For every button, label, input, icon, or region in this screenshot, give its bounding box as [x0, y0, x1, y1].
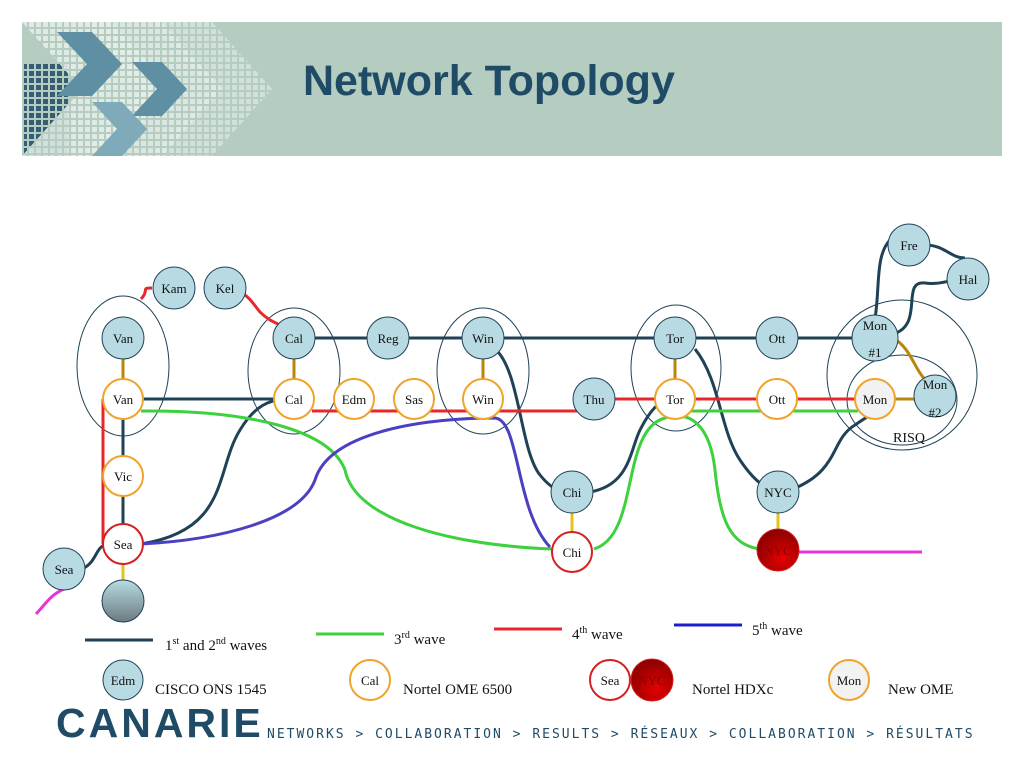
kam-node: [152, 266, 196, 310]
arrow-pattern-graphic: [22, 22, 272, 156]
van-cisco-label: Van: [113, 331, 134, 346]
sea-cisco-label: Sea: [55, 562, 74, 577]
cal-cisco-node: [272, 316, 316, 360]
footer-tagline: NETWORKS > COLLABORATION > RESULTS > RÉS…: [267, 727, 975, 742]
legend-ome-sample-label: Cal: [361, 673, 379, 688]
chi-hdxc-node: [551, 531, 593, 573]
sea-hdxc-label: Sea: [114, 537, 133, 552]
legend-ome-label: Nortel OME 6500: [403, 682, 513, 698]
sea-cisco-node: [42, 547, 86, 591]
legend-newome-node: [828, 659, 870, 701]
ott-ome-node: [756, 378, 798, 420]
wave-3-links: [140, 409, 858, 551]
kel-label: Kel: [216, 281, 235, 296]
header-banner: Network Topology: [22, 22, 1002, 156]
legend-hdxc-sample-label-b: NYC: [638, 673, 665, 688]
win-site-ellipse: [436, 307, 530, 435]
hal-label: Hal: [959, 272, 978, 287]
canarie-logo: CANARIE: [56, 700, 264, 746]
mon-ome-label: Mon: [863, 392, 888, 407]
van-ome-node: [102, 378, 144, 420]
legend-cisco-node: [102, 659, 144, 701]
fre-label: Fre: [900, 238, 918, 253]
legend-wave12-label: 1st and 2nd waves: [165, 636, 268, 654]
legend-hdxc-node-b: [630, 658, 674, 702]
nyc-hdxc-node: [756, 528, 800, 572]
cal-ome-node: [273, 378, 315, 420]
thu-label: Thu: [584, 392, 605, 407]
kam-label: Kam: [161, 281, 186, 296]
legend-hdxc-label: Nortel HDXc: [692, 682, 774, 698]
ome-nodes: [102, 378, 896, 497]
legend-cisco-label: CISCO ONS 1545: [155, 682, 267, 698]
win-cisco-label: Win: [472, 331, 494, 346]
ott-cisco-label: Ott: [769, 331, 786, 346]
legend-hdxc-node-a: [589, 659, 631, 701]
tor-cisco-label: Tor: [666, 331, 685, 346]
mon-ome-node: [854, 378, 896, 420]
edm-label: Edm: [342, 392, 367, 407]
tor-ome-node: [654, 378, 696, 420]
mon1-label-line1: Mon: [863, 318, 888, 333]
mon1-label-line2: #1: [869, 345, 882, 360]
tor-site-ellipse: [630, 304, 722, 432]
edm-ome-node: [333, 378, 375, 420]
reg-label: Reg: [378, 331, 399, 346]
sea-hdxc-node: [102, 523, 144, 565]
vic-ome-node: [102, 455, 144, 497]
van-cisco-node: [101, 316, 145, 360]
mon2-label-line2: #2: [929, 405, 942, 420]
chi-hdxc-label: Chi: [563, 545, 582, 560]
nyc-cisco-node: [756, 470, 800, 514]
legend-ome-node: [349, 659, 391, 701]
legend-cisco-sample-label: Edm: [111, 673, 136, 688]
chi-cisco-label: Chi: [563, 485, 582, 500]
mon2-node: [913, 374, 957, 418]
cisco-nodes: [42, 223, 990, 591]
ott-ome-label: Ott: [769, 392, 786, 407]
legend-newome-sample-label: Mon: [837, 673, 862, 688]
legend-wave4-label: 4th wave: [572, 625, 623, 643]
cal-site-ellipse: [247, 307, 341, 435]
tor-cisco-node: [653, 316, 697, 360]
legend-newome-label: New OME: [888, 682, 954, 698]
mon2-label-line1: Mon: [923, 377, 948, 392]
van-ome-label: Van: [113, 392, 134, 407]
legend-wave3-label: 3rd wave: [394, 630, 446, 648]
win-ome-label: Win: [472, 392, 494, 407]
node-labels: Kam Kel Van Van Cal Cal Edm Sas Reg Win …: [55, 238, 978, 577]
legend-wave5-label: 5th wave: [752, 621, 803, 639]
sas-ome-node: [393, 378, 435, 420]
ott-cisco-node: [755, 316, 799, 360]
thu-node: [572, 377, 616, 421]
legend-hdxc-sample-label-a: Sea: [601, 673, 620, 688]
hal-node: [946, 257, 990, 301]
nyc-cisco-label: NYC: [764, 485, 791, 500]
win-ome-node: [462, 378, 504, 420]
kel-node: [203, 266, 247, 310]
page-title: Network Topology: [303, 57, 675, 105]
sas-label: Sas: [405, 392, 423, 407]
wave-5-links: [140, 416, 552, 549]
magenta-links: [34, 550, 922, 616]
chi-cisco-node: [550, 470, 594, 514]
vic-label: Vic: [114, 469, 132, 484]
cal-ome-label: Cal: [285, 392, 303, 407]
reg-node: [366, 316, 410, 360]
mon-site-ellipse: [826, 299, 978, 451]
nyc-hdxc-label: NYC: [764, 543, 791, 558]
tor-ome-label: Tor: [666, 392, 685, 407]
win-cisco-node: [461, 316, 505, 360]
mon1-node: [851, 314, 899, 362]
unlabeled-grey-node: [101, 579, 145, 623]
yellow-links: [121, 505, 780, 590]
fre-node: [887, 223, 931, 267]
cal-cisco-label: Cal: [285, 331, 303, 346]
risq-label: RISQ: [893, 431, 925, 446]
